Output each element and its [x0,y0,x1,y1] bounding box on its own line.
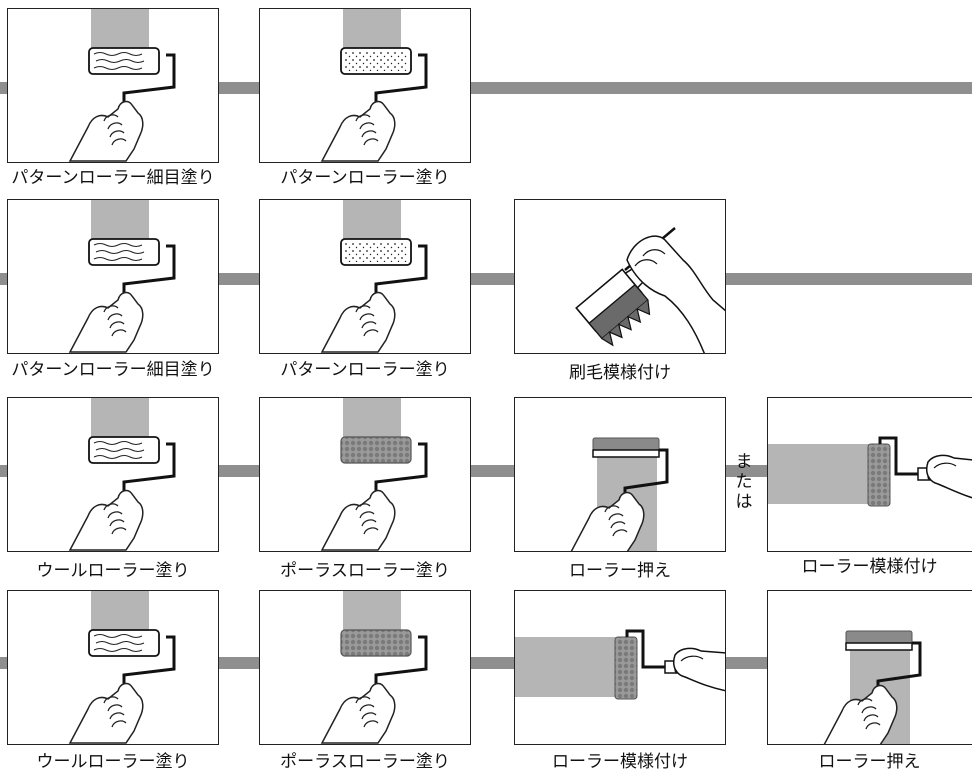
connector-row-2 [0,273,972,285]
panel-pattern-roller [259,8,471,163]
pattern-roller-dotted-icon [321,9,428,162]
label-porous-roller-2: ポーラスローラー塗り [280,752,450,772]
label-wool-roller-2: ウールローラー塗り [36,752,190,772]
panel-porous-roller [259,397,471,552]
label-pattern-roller-fine-2: パターンローラー細目塗り [11,360,215,380]
pattern-roller-icon [69,200,176,353]
panel-porous-roller-2 [259,590,471,745]
panel-roller-pattern-2 [514,590,726,745]
pattern-roller-dotted-icon [321,200,428,353]
label-porous-roller: ポーラスローラー塗り [280,561,450,581]
panel-pattern-roller-2 [259,199,471,354]
porous-roller-icon [321,398,428,551]
panel-brush-pattern [514,199,726,354]
label-pattern-roller: パターンローラー塗り [280,168,450,188]
or-text: ま た は [734,452,754,512]
label-brush-pattern: 刷毛模様付け [569,363,671,383]
or-char-1: ま [735,452,753,472]
panel-wool-roller-2 [7,590,219,745]
pattern-roller-icon [69,9,176,162]
porous-roller-icon [321,591,428,744]
connector-row-3 [0,465,972,477]
label-roller-press: ローラー押え [569,561,671,581]
wool-roller-icon [69,398,176,551]
roller-press-icon [570,437,669,551]
label-roller-pattern-2: ローラー模様付け [552,752,688,772]
label-pattern-roller-2: パターンローラー塗り [280,360,450,380]
wool-roller-icon [69,591,176,744]
or-char-3: は [735,492,753,512]
connector-row-4 [0,657,972,669]
panel-roller-press [514,397,726,552]
label-roller-press-2: ローラー押え [818,752,921,772]
roller-press-icon [823,630,922,744]
panel-pattern-roller-fine [7,8,219,163]
connector-row-1 [0,82,972,94]
label-roller-pattern: ローラー模様付け [801,557,938,577]
panel-roller-pattern [767,397,972,552]
panel-roller-press-2 [767,590,972,745]
label-pattern-roller-fine: パターンローラー細目塗り [11,168,215,188]
or-char-2: た [735,472,753,492]
panel-pattern-roller-fine-2 [7,199,219,354]
roller-pattern-icon [515,629,725,700]
label-wool-roller: ウールローラー塗り [36,561,190,581]
panel-wool-roller [7,397,219,552]
roller-pattern-icon [768,436,972,507]
brush-icon [575,227,725,353]
